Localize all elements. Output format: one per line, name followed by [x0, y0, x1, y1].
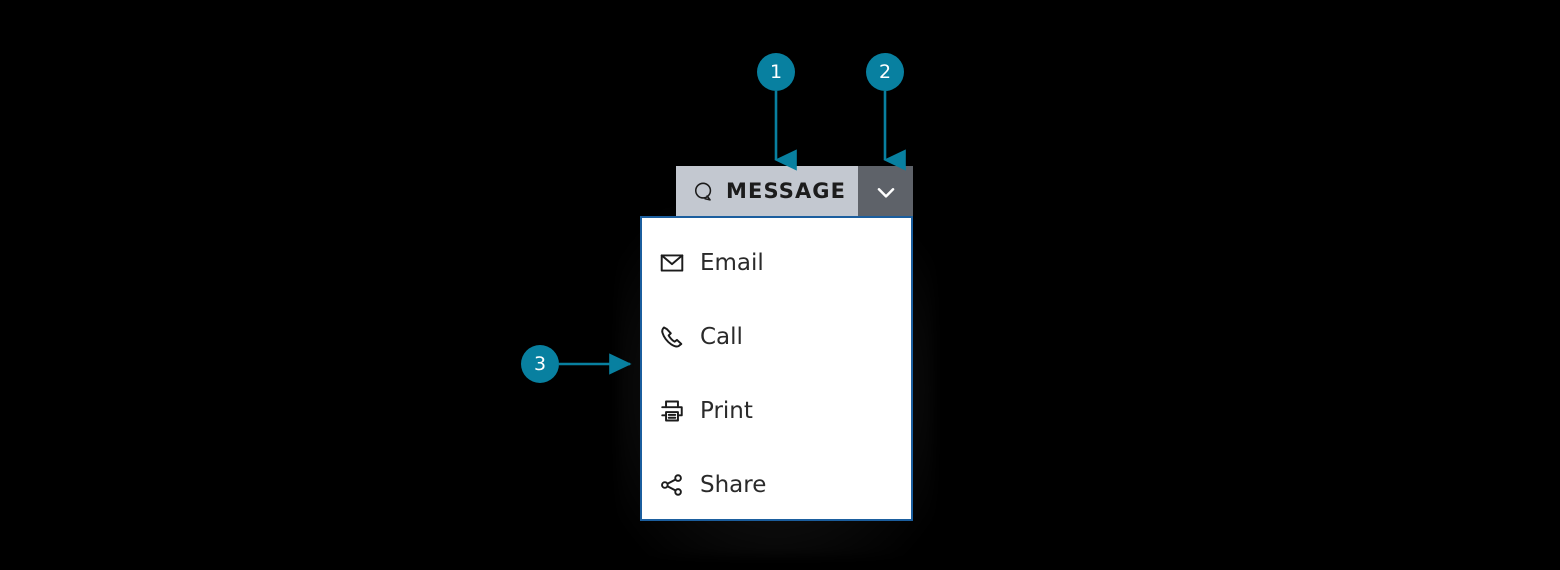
printer-icon [658, 397, 686, 425]
split-button-main-area[interactable]: MESSAGE [676, 166, 858, 217]
callout-marker-1: 1 [757, 53, 795, 91]
callout-marker-2: 2 [866, 53, 904, 91]
chevron-down-icon [873, 179, 899, 205]
menu-item-label: Share [700, 471, 767, 498]
callout-number: 2 [878, 60, 892, 83]
menu-item-label: Print [700, 397, 753, 424]
menu-item-share[interactable]: Share [642, 448, 911, 519]
phone-icon [658, 323, 686, 351]
menu-item-print[interactable]: Print [642, 374, 911, 448]
callout-number: 3 [533, 352, 547, 375]
menu-item-email[interactable]: Email [642, 226, 911, 300]
envelope-icon [658, 249, 686, 277]
menu-item-label: Email [700, 249, 764, 276]
split-button-label: MESSAGE [726, 179, 847, 203]
share-icon [658, 471, 686, 499]
callout-number: 1 [769, 60, 783, 83]
dropdown-menu[interactable]: Email Call Print [640, 216, 913, 521]
message-bubble-icon [693, 181, 715, 203]
callout-marker-3: 3 [521, 345, 559, 383]
menu-item-label: Call [700, 323, 743, 350]
message-split-button[interactable]: MESSAGE [676, 166, 913, 217]
menu-item-call[interactable]: Call [642, 300, 911, 374]
split-button-toggle-area[interactable] [858, 166, 913, 217]
